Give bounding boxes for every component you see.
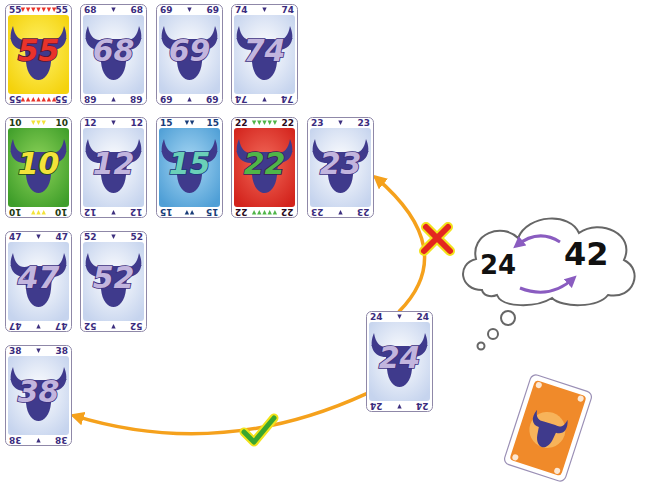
corner-number: 52 bbox=[84, 321, 97, 330]
corner-number: 12 bbox=[84, 119, 97, 128]
corner-number: 55 bbox=[9, 6, 22, 15]
corner-number: 74 bbox=[281, 94, 294, 103]
card-number: 23 bbox=[307, 149, 374, 179]
corner-number: 52 bbox=[130, 321, 143, 330]
corner-number: 68 bbox=[84, 94, 97, 103]
corner-number: 23 bbox=[357, 207, 370, 216]
card-number: 38 bbox=[5, 377, 72, 407]
corner-number: 74 bbox=[235, 94, 248, 103]
corner-number: 10 bbox=[55, 119, 68, 128]
corner-number: 68 bbox=[84, 6, 97, 15]
corner-number: 10 bbox=[9, 207, 22, 216]
corner-number: 23 bbox=[311, 119, 324, 128]
corner-number: 15 bbox=[160, 207, 173, 216]
corner-number: 68 bbox=[130, 94, 143, 103]
game-card: 47 47 47 47 47 bbox=[5, 231, 72, 332]
corner-number: 38 bbox=[55, 435, 68, 444]
corner-number: 74 bbox=[235, 6, 248, 15]
move-arrow bbox=[74, 394, 366, 434]
corner-number: 10 bbox=[55, 207, 68, 216]
card-number: 22 bbox=[231, 149, 298, 179]
thought-number: 42 bbox=[564, 238, 609, 270]
corner-number: 22 bbox=[281, 207, 294, 216]
corner-number: 47 bbox=[55, 321, 68, 330]
corner-number: 24 bbox=[416, 401, 429, 410]
game-card: 12 12 12 12 12 bbox=[80, 117, 147, 218]
card-number: 10 bbox=[5, 149, 72, 179]
game-card: 38 38 38 38 38 bbox=[5, 345, 72, 446]
corner-number: 15 bbox=[206, 207, 219, 216]
card-number: 74 bbox=[231, 36, 298, 66]
corner-number: 69 bbox=[206, 94, 219, 103]
game-card: 52 52 52 52 52 bbox=[80, 231, 147, 332]
corner-number: 38 bbox=[55, 347, 68, 356]
corner-number: 38 bbox=[9, 347, 22, 356]
card-number: 47 bbox=[5, 263, 72, 293]
corner-number: 22 bbox=[281, 119, 294, 128]
corner-number: 68 bbox=[130, 6, 143, 15]
special-card bbox=[503, 373, 593, 482]
corner-number: 69 bbox=[160, 6, 173, 15]
corner-number: 38 bbox=[9, 435, 22, 444]
corner-number: 47 bbox=[9, 233, 22, 242]
corner-number: 22 bbox=[235, 207, 248, 216]
corner-number: 55 bbox=[9, 94, 22, 103]
corner-number: 55 bbox=[55, 94, 68, 103]
corner-number: 69 bbox=[206, 6, 219, 15]
game-card: 55 55 55 55 55 bbox=[5, 4, 72, 105]
game-card: 22 22 22 22 22 bbox=[231, 117, 298, 218]
corner-number: 12 bbox=[84, 207, 97, 216]
corner-number: 22 bbox=[235, 119, 248, 128]
game-card: 68 68 68 68 68 bbox=[80, 4, 147, 105]
corner-number: 47 bbox=[55, 233, 68, 242]
corner-number: 55 bbox=[55, 6, 68, 15]
corner-number: 52 bbox=[84, 233, 97, 242]
corner-number: 24 bbox=[370, 401, 383, 410]
game-card: 10 10 10 10 10 bbox=[5, 117, 72, 218]
card-number: 55 bbox=[5, 36, 72, 66]
corner-number: 15 bbox=[206, 119, 219, 128]
thought-bubbles bbox=[478, 311, 516, 350]
corner-number: 23 bbox=[311, 207, 324, 216]
corner-number: 47 bbox=[9, 321, 22, 330]
card-number: 69 bbox=[156, 36, 223, 66]
move-arrow bbox=[376, 178, 425, 311]
check-mark bbox=[244, 418, 274, 442]
game-card: 69 69 69 69 69 bbox=[156, 4, 223, 105]
card-number: 68 bbox=[80, 36, 147, 66]
card-number: 15 bbox=[156, 149, 223, 179]
game-card: 74 74 74 74 74 bbox=[231, 4, 298, 105]
corner-number: 10 bbox=[9, 119, 22, 128]
corner-number: 52 bbox=[130, 233, 143, 242]
thought-number: 24 bbox=[480, 252, 516, 278]
corner-number: 15 bbox=[160, 119, 173, 128]
card-number: 52 bbox=[80, 263, 147, 293]
cross-mark bbox=[424, 227, 450, 251]
corner-number: 23 bbox=[357, 119, 370, 128]
game-card: 24 24 24 24 24 bbox=[366, 311, 433, 412]
corner-number: 69 bbox=[160, 94, 173, 103]
corner-number: 12 bbox=[130, 207, 143, 216]
game-card: 15 15 15 15 15 bbox=[156, 117, 223, 218]
corner-number: 24 bbox=[416, 313, 429, 322]
card-number: 24 bbox=[366, 343, 433, 373]
corner-number: 24 bbox=[370, 313, 383, 322]
corner-number: 74 bbox=[281, 6, 294, 15]
corner-number: 12 bbox=[130, 119, 143, 128]
game-card: 23 23 23 23 23 bbox=[307, 117, 374, 218]
thought-cloud: 24 42 bbox=[452, 208, 642, 310]
card-number: 12 bbox=[80, 149, 147, 179]
